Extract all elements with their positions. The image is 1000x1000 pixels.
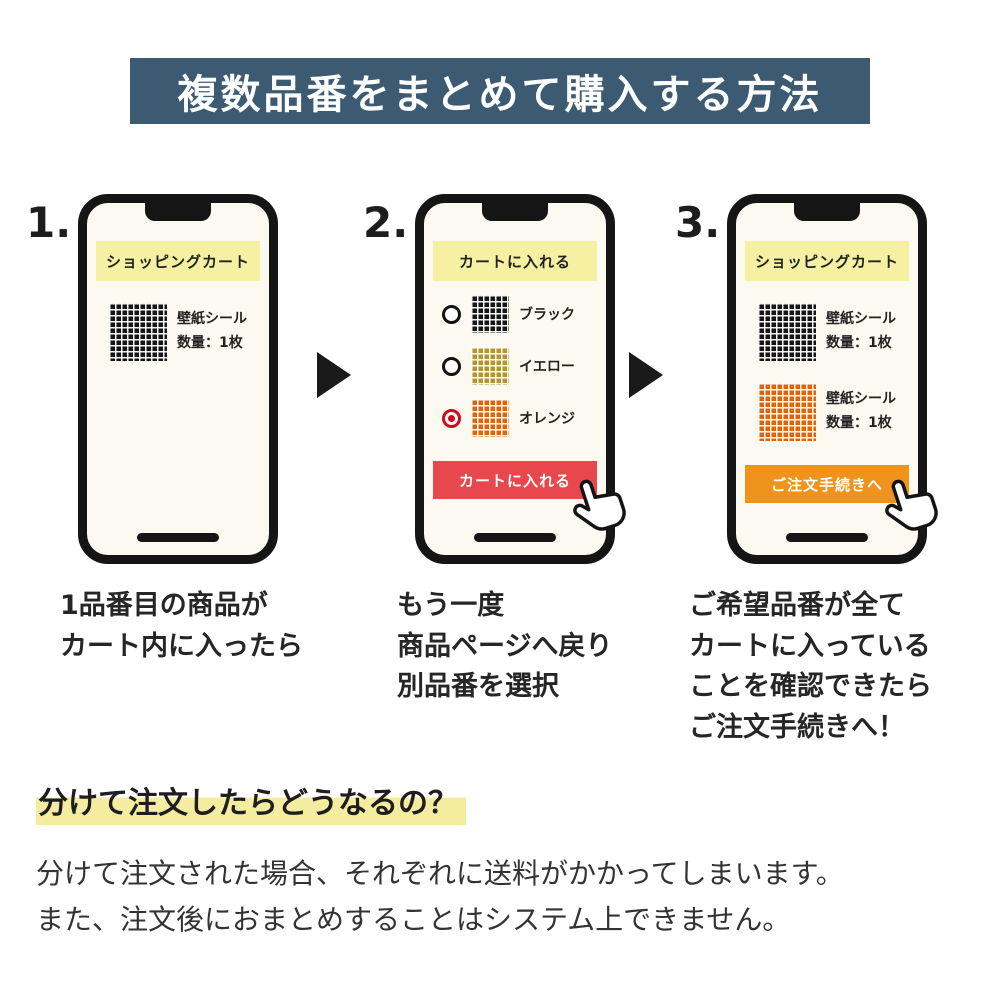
- option-label: オレンジ: [519, 411, 575, 427]
- bottom-note: 分けて注文したらどうなるの？ 分けて注文された場合、それぞれに送料がかかってしま…: [36, 778, 1000, 943]
- home-indicator: [786, 533, 868, 542]
- add-to-cart-header-label: カートに入れる: [433, 241, 597, 281]
- page-title: 複数品番をまとめて購入する方法: [130, 58, 870, 124]
- step-3-number: 3.: [675, 198, 721, 247]
- step-3: 3. ショッピングカート 壁紙シール 数量：1枚 壁紙シール 数量：1枚 ご注文…: [675, 194, 938, 748]
- hand-cursor-icon: [560, 465, 641, 546]
- color-option-black[interactable]: ブラック: [442, 295, 606, 333]
- cart-item: 壁紙シール 数量：1枚: [87, 303, 269, 361]
- color-option-orange[interactable]: オレンジ: [442, 399, 606, 437]
- step-1-number: 1.: [26, 198, 72, 247]
- step-1-caption: 1品番目の商品が カート内に入ったら: [60, 590, 303, 662]
- home-indicator: [474, 533, 556, 542]
- step-2-caption: もう一度 商品ページへ戻り 別品番を選択: [397, 590, 613, 702]
- note-heading: 分けて注文したらどうなるの？: [36, 778, 466, 825]
- cart-item-text: 壁紙シール 数量：1枚: [826, 391, 896, 431]
- checkout-button[interactable]: ご注文手続きへ: [745, 465, 909, 503]
- product-swatch-black-icon: [471, 295, 509, 333]
- radio-button[interactable]: [442, 356, 461, 376]
- hand-cursor-icon: [872, 465, 953, 546]
- cart-item-text: 壁紙シール 数量：1枚: [177, 311, 247, 351]
- step-1: 1. ショッピングカート 壁紙シール 数量：1枚 1品番目の商品が カート内に入…: [26, 194, 303, 667]
- step-2-number: 2.: [363, 198, 409, 247]
- product-swatch-orange-icon: [471, 399, 509, 437]
- phone-step-2: カートに入れる ブラック イエロー オレンジ カートに入れる: [415, 194, 626, 564]
- phone-notch: [794, 203, 860, 221]
- option-label: ブラック: [519, 307, 575, 323]
- product-swatch-yellow-icon: [471, 347, 509, 385]
- arrow-right-icon: [629, 352, 663, 398]
- cart-item: 壁紙シール 数量：1枚: [736, 303, 918, 361]
- add-to-cart-button[interactable]: カートに入れる: [433, 461, 597, 499]
- phone-step-1: ショッピングカート 壁紙シール 数量：1枚: [78, 194, 278, 564]
- cart-header-label: ショッピングカート: [96, 241, 260, 281]
- step-3-caption: ご希望品番が全て カートに入っている ことを確認できたら ご注文手続きへ！: [689, 590, 932, 743]
- color-option-yellow[interactable]: イエロー: [442, 347, 606, 385]
- home-indicator: [137, 533, 219, 542]
- product-swatch-black-icon: [109, 303, 167, 361]
- cart-item: 壁紙シール 数量：1枚: [736, 383, 918, 441]
- arrow-right-icon: [317, 352, 351, 398]
- phone-step-3: ショッピングカート 壁紙シール 数量：1枚 壁紙シール 数量：1枚 ご注文手続き…: [727, 194, 938, 564]
- radio-button-selected[interactable]: [442, 408, 461, 428]
- phone-notch: [145, 203, 211, 221]
- steps-row: 1. ショッピングカート 壁紙シール 数量：1枚 1品番目の商品が カート内に入…: [0, 194, 1000, 748]
- step-2: 2. カートに入れる ブラック イエロー オレンジ: [363, 194, 626, 708]
- cart-header-label: ショッピングカート: [745, 241, 909, 281]
- phone-notch: [482, 203, 548, 221]
- option-label: イエロー: [519, 359, 575, 375]
- radio-button[interactable]: [442, 304, 461, 324]
- product-swatch-black-icon: [758, 303, 816, 361]
- product-swatch-orange-icon: [758, 383, 816, 441]
- cart-item-text: 壁紙シール 数量：1枚: [826, 311, 896, 351]
- note-body: 分けて注文された場合、それぞれに送料がかかってしまいます。 また、注文後におまと…: [36, 857, 844, 937]
